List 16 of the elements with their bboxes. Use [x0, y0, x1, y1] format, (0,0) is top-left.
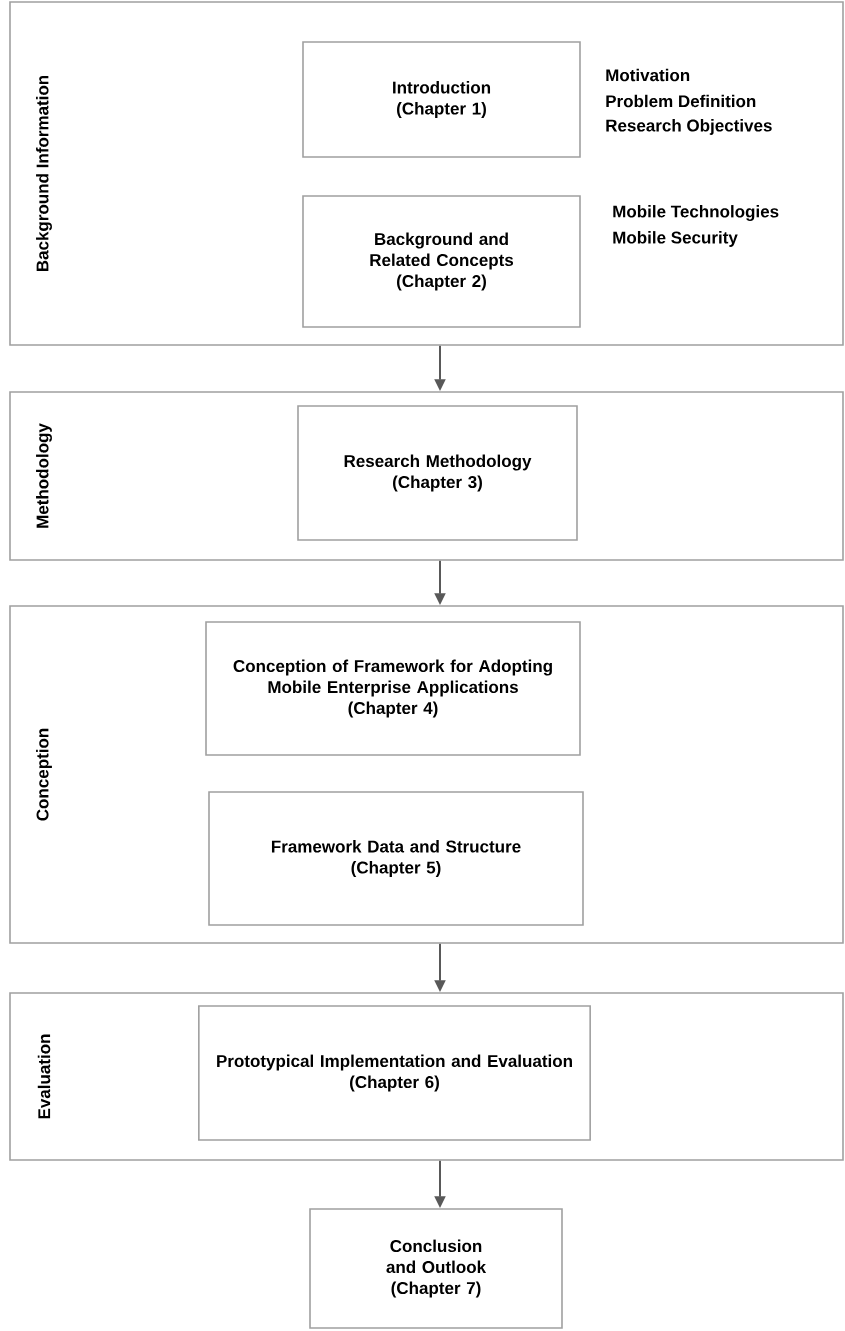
chapter-box: Framework Data and Structure (Chapter 5)	[208, 791, 584, 926]
chapter-box: Introduction (Chapter 1)	[302, 41, 581, 158]
section-label: Methodology	[36, 423, 52, 528]
chapter-box: Prototypical Implementation and Evaluation (Chapter 6)	[198, 1005, 591, 1141]
topic-label: Research Objectives	[606, 119, 772, 135]
section-label: Conception	[36, 728, 52, 821]
topic-label: Problem Definition	[606, 94, 756, 108]
chapter-box: Research Methodology (Chapter 3)	[297, 405, 578, 541]
section-label: Background Information	[36, 75, 52, 272]
topic-label: Mobile Security	[613, 231, 738, 247]
chapter-box: Conception of Framework for Adopting Mobile Enterprise Applications (Chapter 4)	[205, 621, 581, 756]
chapter-box: Background and Related Concepts (Chapter 2)	[302, 195, 581, 328]
chapter-box: Conclusion and Outlook (Chapter 7)	[309, 1208, 563, 1329]
topic-label: Motivation	[606, 68, 690, 82]
section-label: Evaluation	[37, 1034, 51, 1119]
topic-label: Mobile Technologies	[613, 205, 779, 221]
